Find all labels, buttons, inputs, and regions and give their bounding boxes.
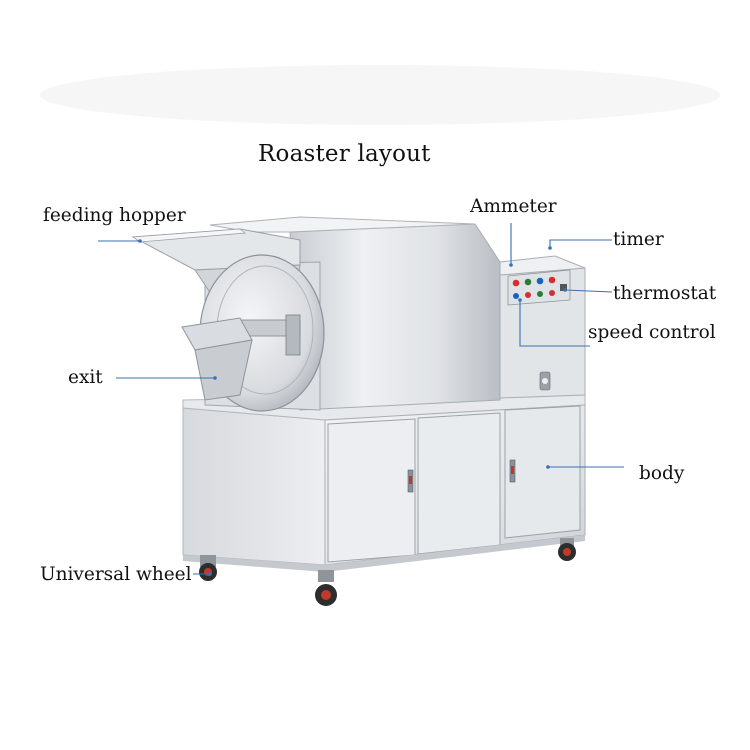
diagram-title: Roaster layout [258,141,431,167]
leader-lines [98,223,624,575]
machine-body [182,392,586,572]
label-speed-control: speed control [588,322,716,343]
exit-chute [181,317,253,401]
leader-timer [549,239,612,248]
control-box [499,255,586,399]
leader-speed-control [519,300,590,347]
label-exit: exit [68,367,103,388]
leader-dots [138,239,567,576]
label-ammeter: Ammeter [470,196,557,217]
label-thermostat: thermostat [613,283,717,304]
label-feeding-hopper: feeding hopper [43,205,186,226]
label-timer: timer [613,229,664,250]
universal-wheels [199,538,576,606]
background-smudge [40,65,720,125]
leader-thermostat [564,289,613,293]
label-body: body [639,463,685,484]
label-universal-wheel: Universal wheel [40,564,192,585]
